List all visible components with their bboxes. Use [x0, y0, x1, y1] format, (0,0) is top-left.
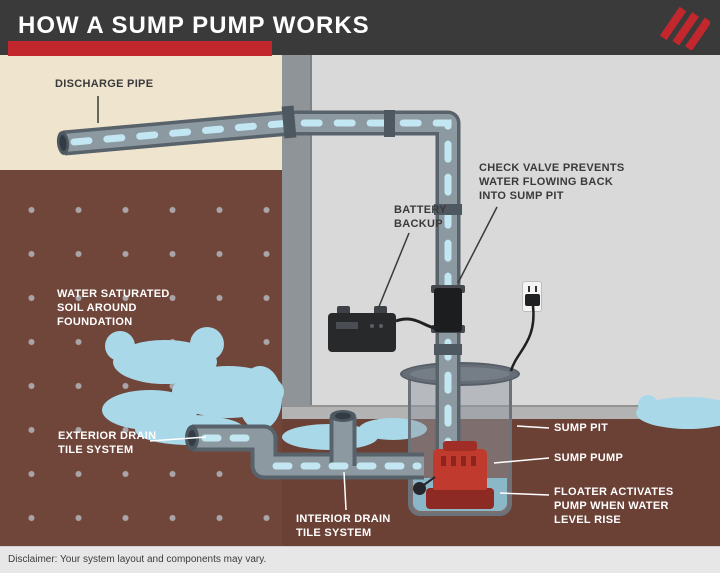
label-line: TILE SYSTEM: [58, 444, 134, 456]
label-line: BACKUP: [394, 218, 443, 230]
label-line: LEVEL RISE: [554, 514, 621, 526]
footer-bar: Disclaimer: Your system layout and compo…: [0, 546, 720, 573]
outlet-slot: [535, 286, 537, 292]
sump-pit-lid-top: [410, 367, 510, 381]
sump-pump-base: [426, 488, 494, 509]
battery-backup-unit: [328, 313, 396, 352]
label-line: EXTERIOR DRAIN: [58, 430, 157, 442]
battery-indicator: [370, 324, 374, 328]
label-line: BATTERY: [394, 204, 447, 216]
label-line: INTERIOR DRAIN: [296, 513, 391, 525]
label-line: SOIL AROUND: [57, 302, 137, 314]
label-floater: FLOATER ACTIVATES PUMP WHEN WATER LEVEL …: [554, 485, 674, 527]
sump-pump-body: [433, 449, 487, 490]
label-line: WATER FLOWING BACK: [479, 176, 614, 188]
label-sump-pit: SUMP PIT: [554, 422, 609, 434]
label-interior-drain: INTERIOR DRAIN TILE SYSTEM: [296, 512, 391, 540]
power-plug-icon: [525, 294, 540, 306]
label-sump-pump: SUMP PUMP: [554, 452, 624, 464]
outlet-slot: [528, 286, 530, 292]
label-discharge-pipe: DISCHARGE PIPE: [55, 78, 154, 90]
outside-ground-surface: [0, 55, 282, 170]
page-title: HOW A SUMP PUMP WORKS: [18, 12, 370, 39]
brand-logo-icon: [659, 6, 710, 50]
battery-indicator: [379, 324, 383, 328]
water-saturated-soil-region: [0, 170, 282, 573]
foundation-wall: [282, 55, 312, 405]
battery-display: [336, 322, 358, 329]
label-water-saturated-soil: WATER SATURATED SOIL AROUND FOUNDATION: [57, 287, 170, 329]
label-line: TILE SYSTEM: [296, 527, 372, 539]
battery-terminal: [374, 306, 387, 315]
check-valve: [434, 288, 462, 332]
sump-pump-cap: [443, 441, 477, 451]
title-accent-bar: [8, 41, 272, 56]
basement-interior-wall: [282, 55, 720, 405]
label-battery-backup: BATTERY BACKUP: [394, 203, 447, 231]
label-line: CHECK VALVE PREVENTS: [479, 162, 625, 174]
label-line: FOUNDATION: [57, 316, 133, 328]
label-line: FLOATER ACTIVATES: [554, 486, 674, 498]
floater-switch: [413, 482, 426, 495]
disclaimer-text: Disclaimer: Your system layout and compo…: [8, 554, 267, 565]
label-line: WATER SATURATED: [57, 288, 170, 300]
label-line: INTO SUMP PIT: [479, 190, 564, 202]
sump-pump-vents: [441, 456, 481, 466]
label-line: PUMP WHEN WATER: [554, 500, 669, 512]
label-check-valve: CHECK VALVE PREVENTS WATER FLOWING BACK …: [479, 161, 625, 203]
battery-terminal: [337, 306, 350, 315]
label-exterior-drain: EXTERIOR DRAIN TILE SYSTEM: [58, 429, 156, 457]
